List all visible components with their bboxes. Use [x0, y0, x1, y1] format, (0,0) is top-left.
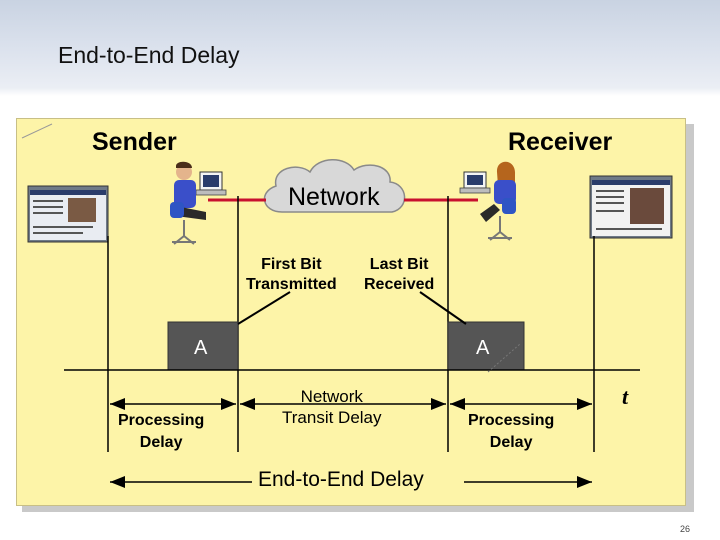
end-to-end-delay-label: End-to-End Delay — [258, 468, 424, 491]
diagram-panel — [16, 118, 686, 506]
processing-right-line-2: Delay — [489, 434, 533, 451]
last-bit-line-1: Last Bit — [369, 256, 429, 273]
first-bit-line-2: Transmitted — [246, 276, 337, 293]
packet-label-sender: A — [194, 337, 208, 359]
processing-right-line-1: Processing — [468, 412, 555, 429]
receiver-person-icon — [459, 161, 516, 241]
slide-title: End-to-End Delay — [58, 42, 240, 68]
last-bit-label: Last Bit Received — [364, 255, 434, 295]
last-bit-line-2: Received — [364, 276, 435, 293]
network-label: Network — [288, 183, 380, 211]
sender-screen-thumbnail — [27, 185, 109, 243]
transit-line-2: Transit Delay — [282, 408, 382, 427]
page-number: 26 — [680, 524, 691, 534]
receiver-label: Receiver — [508, 128, 613, 156]
transit-delay-label: Network Transit Delay — [282, 386, 382, 428]
processing-delay-left-label: Processing Delay — [118, 410, 204, 454]
first-bit-label: First Bit Transmitted — [246, 255, 337, 295]
header-band — [0, 0, 720, 96]
transit-line-1: Network — [300, 387, 363, 406]
sender-person-icon — [170, 161, 227, 245]
last-bit-pointer — [419, 291, 467, 325]
packet-label-receiver: A — [476, 337, 490, 359]
processing-delay-right-label: Processing Delay — [468, 410, 554, 454]
receiver-screen-thumbnail — [589, 175, 673, 239]
first-bit-pointer — [237, 291, 291, 325]
corner-mark — [21, 123, 53, 139]
processing-left-line-1: Processing — [118, 412, 205, 429]
sender-label: Sender — [92, 128, 177, 156]
network-cloud — [263, 159, 406, 213]
dotted-guide — [487, 343, 521, 373]
first-bit-line-1: First Bit — [261, 256, 322, 273]
time-axis-label: t — [622, 384, 629, 409]
processing-left-line-2: Delay — [139, 434, 183, 451]
